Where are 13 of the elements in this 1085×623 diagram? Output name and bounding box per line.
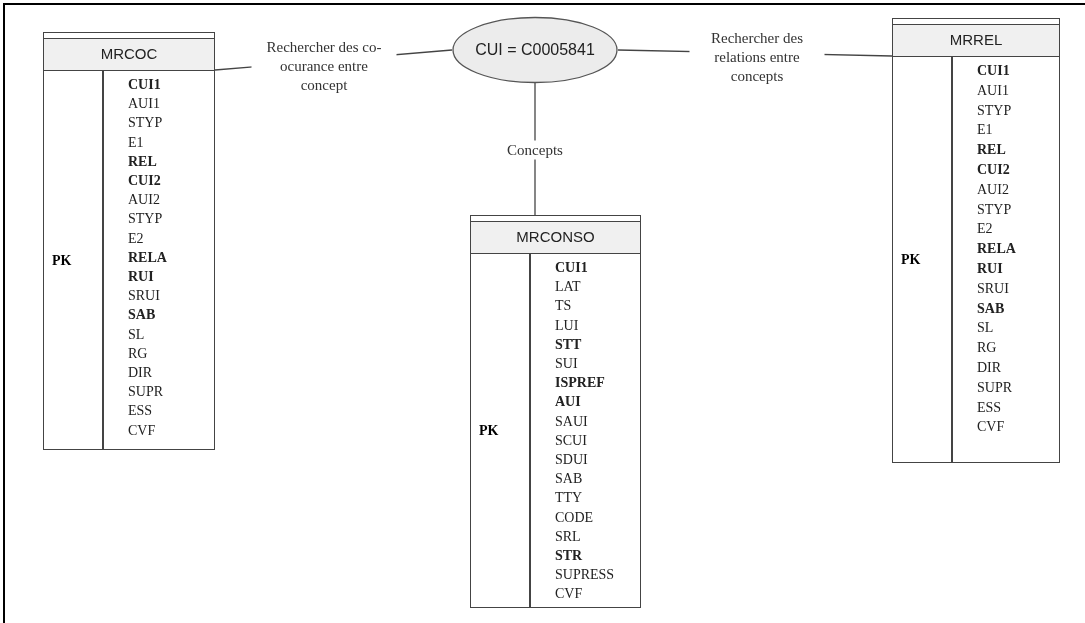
table-box — [892, 18, 1060, 463]
field-list: CUI1 AUI1 STYP E1 REL CUI2 AUI2 STYP E2 RELA RUI SRUI SAB SL RG DIR SUPR ESS CVF — [128, 75, 167, 440]
key-label: PK — [52, 251, 72, 270]
table-box — [43, 32, 215, 450]
field-list: CUI1 AUI1 STYP E1 REL CUI2 AUI2 STYP E2 RELA RUI SRUI SAB SL RG DIR SUPR ESS CVF — [977, 61, 1016, 438]
node-label: CUI = C0005841 — [475, 40, 595, 60]
key-label: PK — [901, 251, 921, 269]
field-list: CUI1 LAT TS LUI STT SUI ISPREF AUI SAUI SCUI SDUI SAB TTY CODE SRL STR SUPRESS CVF — [555, 258, 615, 604]
key-label: PK — [479, 422, 499, 440]
table-header: MRREL — [893, 25, 1059, 57]
table-box — [470, 215, 641, 608]
table-header: MRCONSO — [471, 222, 640, 254]
table-header: MRCOC — [44, 39, 214, 71]
